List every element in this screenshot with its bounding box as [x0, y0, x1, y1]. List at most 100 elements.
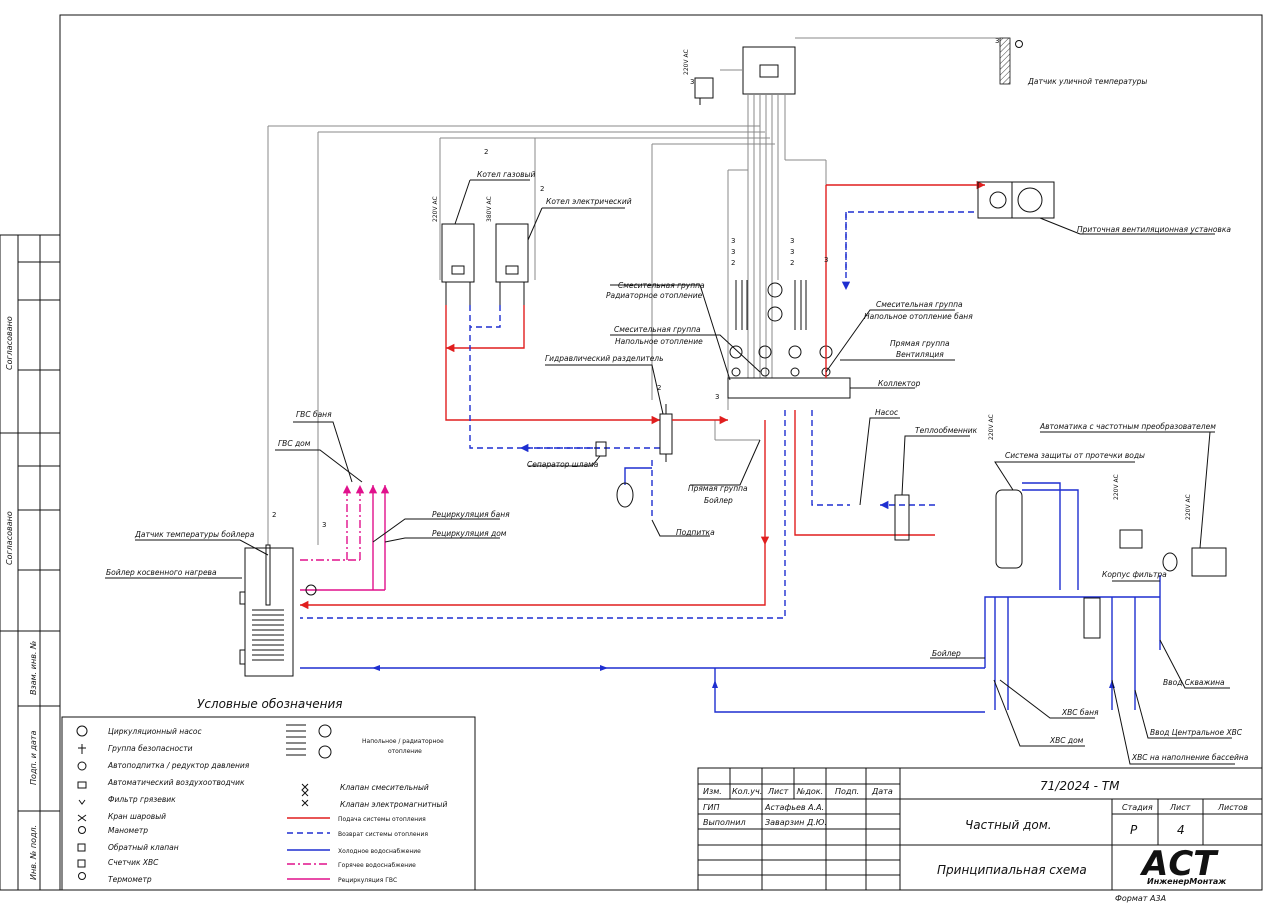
tb-header: Подп. — [835, 787, 859, 796]
label-direct-boiler-2: Бойлер — [704, 496, 733, 505]
stamp-agreed-2: Согласовано — [5, 511, 14, 565]
legend-item: Кран шаровый — [108, 812, 166, 821]
label-outdoor-sensor: Датчик уличной температуры — [1027, 77, 1147, 86]
legend-item: Счетчик ХВС — [108, 858, 159, 867]
legend-item: Циркуляционный насос — [108, 727, 202, 736]
label-recirc-bath: Рециркуляция баня — [432, 510, 510, 519]
label-electric-boiler: Котел электрический — [546, 197, 632, 206]
tb-sheet-value: 4 — [1177, 823, 1185, 837]
tb-header: Изм. — [703, 787, 722, 796]
label-automation: Автоматика с частотным преобразователем — [1039, 422, 1216, 431]
label-hydraulic-separator: Гидравлический разделитель — [545, 354, 664, 363]
label-cws-house: ХВС дом — [1049, 736, 1084, 745]
label-cws-pool: ХВС на наполнение бассейна — [1131, 753, 1249, 762]
cable-mark: 2 — [731, 259, 735, 267]
stamp-inv-orig: Инв. № подл. — [29, 825, 38, 880]
tb-doc-code: 71/2024 - ТМ — [1040, 779, 1120, 793]
softener-tank — [995, 489, 1023, 569]
format-label: Формат А3А — [1115, 894, 1166, 903]
label-mix-bath-1: Смесительная группа — [876, 300, 963, 309]
title-block: Изм. Кол.уч. Лист №док. Подп. Дата ГИП А… — [697, 767, 1263, 891]
collector — [727, 377, 851, 399]
label-boiler-feed: Бойлер — [932, 649, 961, 658]
label-heat-exchanger: Теплообменник — [915, 426, 978, 435]
cable-mark: 2 — [657, 384, 661, 392]
cable-mark: 3 — [995, 37, 999, 45]
label-dhw-house: ГВС дом — [278, 439, 311, 448]
label-mix-floor-1: Смесительная группа — [614, 325, 701, 334]
controller-unit — [742, 46, 796, 95]
tb-project: Частный дом. — [965, 818, 1052, 832]
legend-item: Термометр — [108, 875, 152, 884]
electric-boiler — [495, 223, 529, 305]
tb-sheet-title: Принципиальная схема — [937, 863, 1087, 877]
label-input-well: Ввод Скважина — [1163, 678, 1225, 687]
legend-floor-2: отопление — [388, 748, 422, 755]
label-leak-protection: Система защиты от протечки воды — [1005, 451, 1145, 460]
tb-exec-name: Заварзин Д.Ю. — [765, 818, 827, 827]
ventilation-unit — [977, 181, 1055, 219]
mixing-pumps — [729, 280, 833, 377]
legend-solenoid: Клапан электромагнитный — [340, 800, 447, 809]
legend: Условные обозначения Циркуляционный насо… — [61, 697, 476, 891]
label-indirect-boiler: Бойлер косвенного нагрева — [106, 568, 217, 577]
label-direct-vent-2: Вентиляция — [896, 350, 944, 359]
sludge-separator — [595, 441, 607, 457]
stamp-agreed-1: Согласовано — [5, 316, 14, 370]
cable-mark: 3 — [322, 521, 326, 529]
stamp-inv-replace: Взам. инв. № — [29, 641, 38, 695]
legend-line-cold: Холодное водоснабжение — [338, 848, 421, 855]
label-direct-vent-1: Прямая группа — [890, 339, 950, 348]
label-sludge: Сепаратор шлама — [527, 460, 599, 469]
tb-gip-name: Астафьев А.А. — [764, 803, 824, 812]
label-mix-bath-2: Напольное отопление баня — [864, 312, 973, 321]
tb-header: Кол.уч. — [732, 787, 762, 796]
legend-item: Обратный клапан — [108, 843, 179, 852]
cable-mark: 2 — [484, 148, 488, 156]
indirect-boiler-tank — [239, 544, 294, 677]
label-mix-floor-2: Напольное отопление — [615, 337, 703, 346]
company-logo: АСТ — [1139, 844, 1219, 884]
label-mix-radiator-1: Смесительная группа — [618, 281, 705, 290]
expansion-tank — [616, 482, 634, 508]
voltage-vfd: 220V AC — [1185, 494, 1192, 520]
legend-item: Группа безопасности — [108, 744, 193, 753]
legend-item: Фильтр грязевик — [108, 795, 176, 804]
voltage-leak: 220V AC — [988, 414, 995, 440]
voltage-gas: 220V AC — [432, 196, 439, 222]
tb-header: Лист — [767, 787, 789, 796]
filter-housing — [1083, 597, 1101, 639]
legend-item: Манометр — [108, 826, 148, 835]
legend-line-supply: Подача системы отопления — [338, 816, 426, 823]
stamp-sign-date: Подп. и дата — [29, 730, 38, 785]
cable-mark: 3 — [790, 248, 794, 256]
gas-boiler — [441, 223, 475, 305]
label-direct-boiler-1: Прямая группа — [688, 484, 748, 493]
label-collector: Коллектор — [878, 379, 921, 388]
legend-floor-1: Напольное / радиаторное — [362, 738, 444, 745]
cable-mark: 2 — [540, 185, 544, 193]
vfd-automation — [1191, 547, 1227, 577]
legend-item: Автоподпитка / редуктор давления — [107, 761, 250, 770]
label-cws-bath: ХВС баня — [1061, 708, 1099, 717]
legend-line-recirc: Рециркуляция ГВС — [338, 877, 397, 884]
label-gas-boiler: Котел газовый — [477, 170, 536, 179]
voltage-controller: 220V AC — [683, 49, 690, 75]
cable-mark: 2 — [272, 511, 276, 519]
label-recirc-house: Рециркуляция дом — [432, 529, 507, 538]
voltage-leak-ctrl: 220V AC — [1113, 474, 1120, 500]
cable-mark: 3 — [690, 78, 694, 86]
legend-title: Условные обозначения — [197, 697, 343, 711]
tb-stage-label: Стадия — [1122, 803, 1153, 812]
label-boiler-sensor: Датчик температуры бойлера — [134, 530, 255, 539]
tb-stage-value: Р — [1130, 823, 1138, 837]
tb-header: №док. — [796, 787, 823, 796]
tb-header: Дата — [871, 787, 893, 796]
cable-mark: 3 — [731, 237, 735, 245]
cable-mark: 3 — [731, 248, 735, 256]
label-filter-housing: Корпус фильтра — [1102, 570, 1167, 579]
heat-exchanger — [894, 494, 910, 541]
label-mix-radiator-2: Радиаторное отопление — [606, 291, 703, 300]
tb-gip-role: ГИП — [703, 803, 719, 812]
